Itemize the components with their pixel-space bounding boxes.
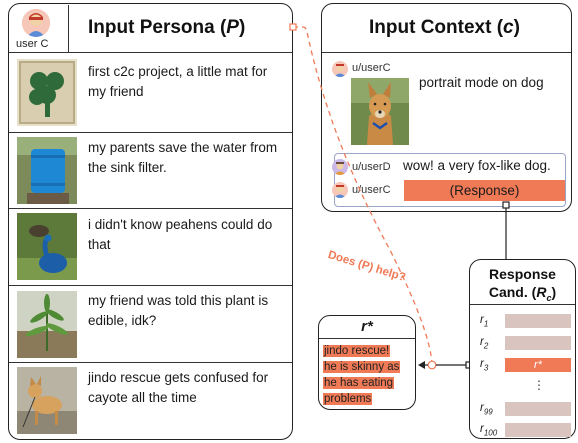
response-slot: (Response) — [404, 180, 565, 201]
reply-username: u/userD — [352, 161, 391, 173]
response-username: u/userC — [352, 184, 391, 196]
user-c-avatar-icon — [22, 9, 50, 37]
candidate-label: r1 — [480, 314, 489, 329]
candidate-label: r3 — [480, 358, 489, 373]
user-c-label: user C — [16, 38, 49, 50]
user-c-post-avatar-icon — [332, 61, 348, 77]
user-d-avatar-icon — [332, 159, 348, 175]
dog-portrait-photo-icon — [351, 78, 409, 145]
persona-item: first c2c project, a little mat for my f… — [9, 52, 292, 133]
plant-photo-icon — [17, 291, 77, 358]
selected-response-line: problems — [323, 393, 373, 405]
candidate-bar-selected: r* — [505, 358, 571, 372]
candidate-bar — [505, 314, 571, 328]
persona-item: i didn't know peahens could do that — [9, 208, 292, 286]
selected-response-title: r* — [361, 318, 373, 335]
persona-item-caption: i didn't know peahens could do that — [88, 217, 273, 252]
persona-item-caption: my parents save the water from the sink … — [88, 140, 278, 175]
candidate-bar — [505, 336, 571, 350]
selected-response-text: jindo rescue! he is skinny as he has eat… — [323, 343, 401, 407]
candidate-bar — [505, 423, 571, 437]
persona-item-caption: first c2c project, a little mat for my f… — [88, 64, 268, 99]
jindo-dog-photo-icon — [17, 367, 77, 434]
user-c-response-avatar-icon — [332, 182, 348, 198]
selected-response-line: he has eating — [323, 377, 395, 389]
persona-title: Input Persona (P) — [88, 17, 246, 38]
persona-header-divider — [68, 5, 69, 53]
post-username: u/userC — [352, 62, 391, 74]
selected-response-line: he is skinny as — [323, 361, 401, 373]
persona-item-caption: my friend was told this plant is edible,… — [88, 293, 269, 328]
candidate-label: r99 — [480, 402, 493, 417]
candidate-label: r100 — [480, 423, 498, 438]
persona-item: my friend was told this plant is edible,… — [9, 285, 292, 363]
post-text: portrait mode on dog — [419, 75, 544, 90]
candidates-title: Response Cand. (Rc) — [488, 266, 557, 303]
persona-item: jindo rescue gets confused for cayote al… — [9, 362, 292, 439]
persona-item: my parents save the water from the sink … — [9, 132, 292, 209]
green-shamrock-mat-photo-icon — [17, 59, 77, 126]
blue-water-barrel-photo-icon — [17, 137, 77, 204]
selected-response-line: jindo rescue! — [323, 345, 391, 357]
context-header-divider — [322, 52, 571, 53]
candidate-label: r2 — [480, 336, 489, 351]
candidates-header-divider — [470, 304, 575, 305]
context-title: Input Context (c) — [369, 17, 520, 38]
candidate-ellipsis: ⋮ — [533, 378, 545, 392]
peacock-photo-icon — [17, 213, 77, 280]
reply-text: wow! a very fox-like dog. — [403, 158, 551, 173]
candidate-bar — [505, 402, 571, 416]
persona-item-caption: jindo rescue gets confused for cayote al… — [88, 370, 269, 405]
connector-label: Does (P) help? — [326, 249, 407, 285]
selected-response-divider — [319, 338, 415, 339]
